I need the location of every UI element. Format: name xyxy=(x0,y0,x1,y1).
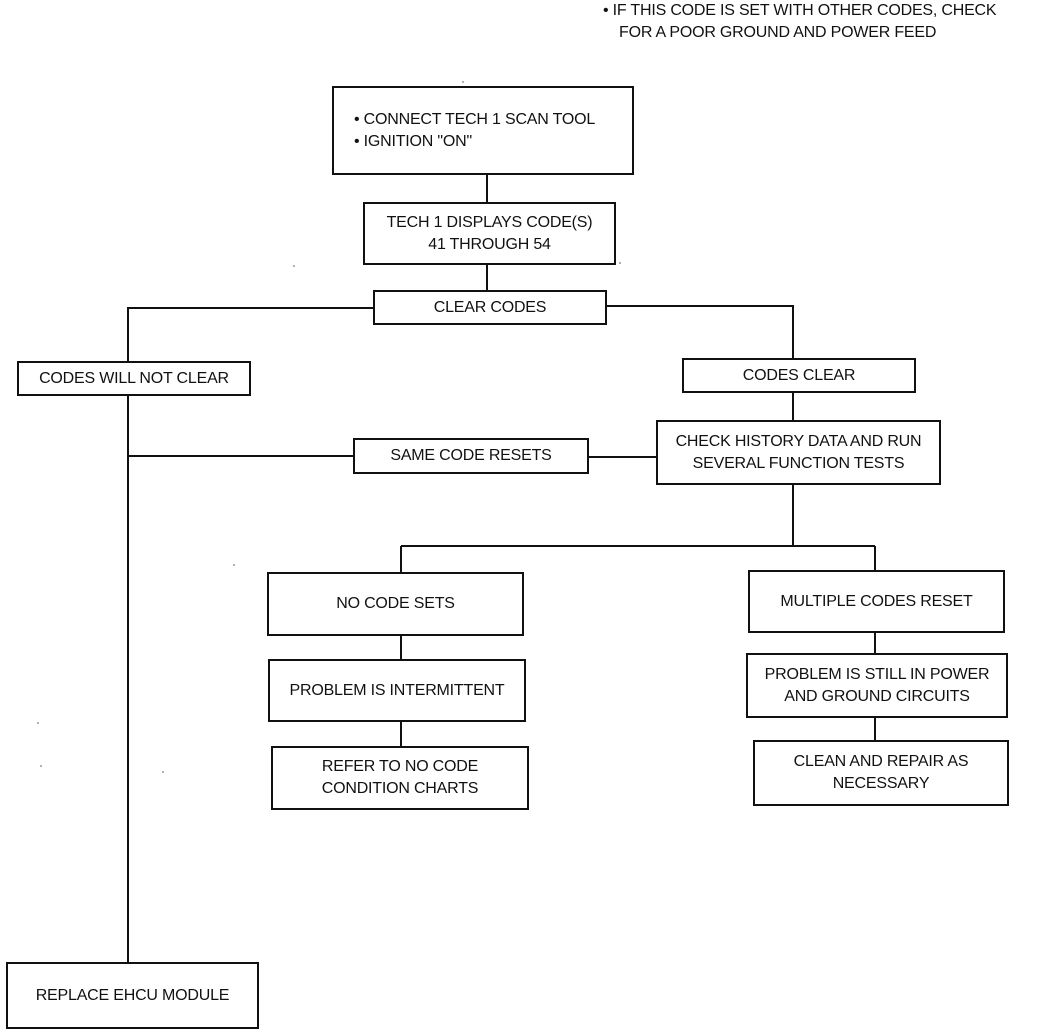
box-same-code-resets: SAME CODE RESETS xyxy=(353,438,589,474)
box-refer-no-code-charts: REFER TO NO CODE CONDITION CHARTS xyxy=(271,746,529,810)
box-codes-will-not-clear-label: CODES WILL NOT CLEAR xyxy=(39,369,229,387)
note-line-2: FOR A POOR GROUND AND POWER FEED xyxy=(619,24,937,41)
box-replace-ehcu-module: REPLACE EHCU MODULE xyxy=(6,962,259,1029)
box-problem-intermittent-label: PROBLEM IS INTERMITTENT xyxy=(289,681,505,699)
box-clear-codes: CLEAR CODES xyxy=(373,290,607,325)
box-tech1-displays-line-2: 41 THROUGH 54 xyxy=(428,235,551,253)
box-codes-will-not-clear: CODES WILL NOT CLEAR xyxy=(17,361,251,396)
box-problem-intermittent: PROBLEM IS INTERMITTENT xyxy=(268,659,526,722)
box-replace-ehcu-label: REPLACE EHCU MODULE xyxy=(35,986,230,1004)
box-check-history-line-2: SEVERAL FUNCTION TESTS xyxy=(692,454,905,472)
box-clean-repair-line-1: CLEAN AND REPAIR AS xyxy=(793,753,969,770)
box-tech1-displays-codes: TECH 1 DISPLAYS CODE(S) 41 THROUGH 54 xyxy=(363,202,616,265)
box-multiple-codes-reset: MULTIPLE CODES RESET xyxy=(748,570,1005,633)
box-problem-power-ground-line-1: PROBLEM IS STILL IN POWER xyxy=(764,665,990,683)
box-same-code-resets-label: SAME CODE RESETS xyxy=(390,447,552,464)
box-clear-codes-label: CLEAR CODES xyxy=(433,298,547,316)
box-connect-tech1-line-1: • CONNECT TECH 1 SCAN TOOL xyxy=(354,110,596,128)
box-check-history-data: CHECK HISTORY DATA AND RUN SEVERAL FUNCT… xyxy=(656,420,941,485)
box-tech1-displays-line-1: TECH 1 DISPLAYS CODE(S) xyxy=(386,213,593,231)
box-connect-tech1-line-2: • IGNITION "ON" xyxy=(354,132,472,150)
box-no-code-sets: NO CODE SETS xyxy=(267,572,524,636)
box-clean-repair-line-2: NECESSARY xyxy=(832,775,930,792)
box-check-history-line-1: CHECK HISTORY DATA AND RUN xyxy=(675,432,922,450)
box-codes-clear: CODES CLEAR xyxy=(682,358,916,393)
box-refer-no-code-line-2: CONDITION CHARTS xyxy=(321,780,479,797)
box-problem-power-ground-line-2: AND GROUND CIRCUITS xyxy=(784,687,970,705)
note-line-1: • IF THIS CODE IS SET WITH OTHER CODES, … xyxy=(603,2,997,19)
connector-clear-to-will-not-clear xyxy=(127,307,373,362)
box-connect-tech1: • CONNECT TECH 1 SCAN TOOL • IGNITION "O… xyxy=(332,86,634,175)
box-problem-power-ground: PROBLEM IS STILL IN POWER AND GROUND CIR… xyxy=(746,653,1008,718)
box-codes-clear-label: CODES CLEAR xyxy=(742,366,856,384)
box-multiple-codes-reset-label: MULTIPLE CODES RESET xyxy=(780,592,973,610)
box-clean-and-repair: CLEAN AND REPAIR AS NECESSARY xyxy=(753,740,1009,806)
note-ground-power-feed: • IF THIS CODE IS SET WITH OTHER CODES, … xyxy=(603,0,997,44)
connector-clear-to-codes-clear xyxy=(606,305,794,359)
box-no-code-sets-label: NO CODE SETS xyxy=(336,595,455,612)
box-refer-no-code-line-1: REFER TO NO CODE xyxy=(321,758,479,775)
